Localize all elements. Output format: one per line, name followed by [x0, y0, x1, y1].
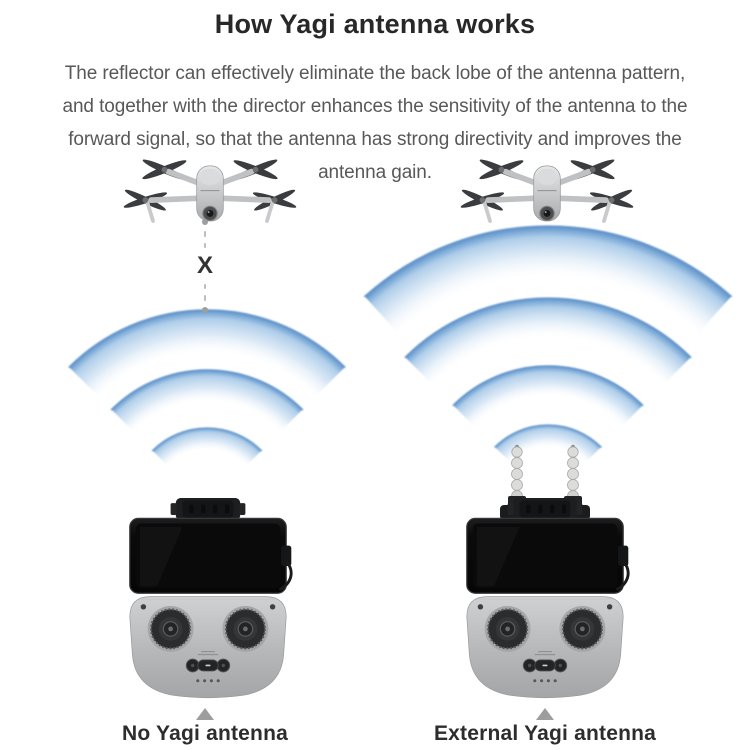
caption-left: No Yagi antenna: [122, 722, 288, 745]
description-line: The reflector can effectively eliminate …: [64, 63, 686, 84]
pointer-triangle-right: [536, 708, 554, 720]
description: The reflector can effectively eliminate …: [25, 57, 725, 189]
dotted-line-dot: [202, 307, 208, 313]
pointer-triangle-left: [196, 708, 214, 720]
signal-waves-right: [363, 225, 733, 464]
description-line: and together with the director enhances …: [62, 96, 688, 117]
description-line: forward signal, so that the antenna has …: [68, 129, 682, 150]
page-title: How Yagi antenna works: [214, 9, 536, 39]
description-line: antenna gain.: [318, 162, 432, 183]
blocked-x-label: X: [196, 252, 213, 279]
signal-waves-left: [68, 309, 346, 467]
dotted-line-dash: [204, 231, 206, 237]
dotted-line-dot: [202, 219, 208, 225]
dotted-line-dash: [204, 295, 206, 301]
caption-right: External Yagi antenna: [433, 722, 657, 745]
controller-with-antenna: [460, 498, 630, 702]
drone-icon-right: [452, 145, 642, 240]
controller-no-antenna: [123, 498, 293, 702]
dotted-line-dash: [204, 243, 206, 248]
blocked-signal-marker: X: [183, 219, 227, 313]
dotted-line-dash: [204, 284, 206, 289]
